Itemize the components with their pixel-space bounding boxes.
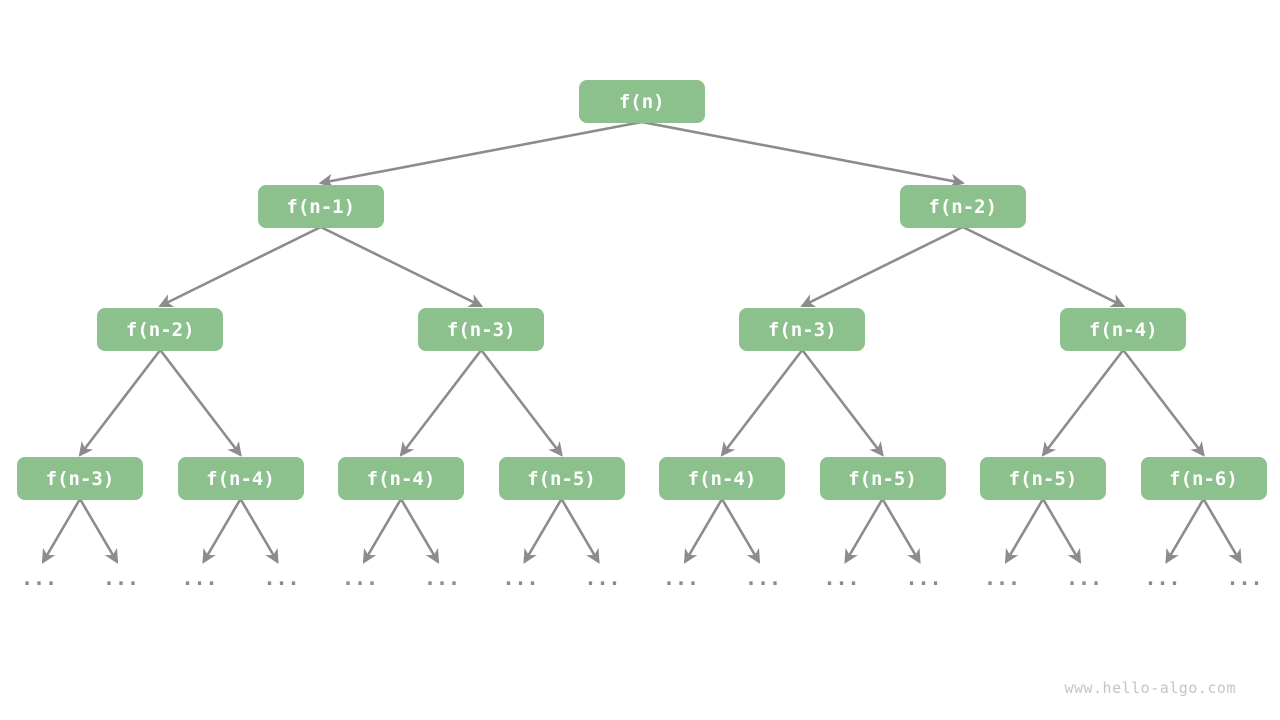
tree-node: f(n-4): [177, 457, 304, 500]
subtree-ellipsis: ...: [181, 566, 218, 590]
tree-edge: [844, 498, 884, 564]
tree-edge: [683, 498, 724, 564]
subtree-ellipsis: ...: [263, 566, 300, 590]
tree-edge: [1041, 349, 1125, 457]
tree-edge: [523, 498, 563, 564]
tree-edge: [1165, 498, 1205, 564]
tree-node: f(n-3): [17, 457, 143, 500]
tree-edge: [399, 498, 440, 564]
tree-node: f(n-2): [899, 185, 1026, 228]
tree-edge: [320, 225, 484, 308]
tree-edge: [1202, 498, 1242, 564]
subtree-ellipsis: ...: [905, 566, 942, 590]
subtree-ellipsis: ...: [1144, 566, 1181, 590]
subtree-ellipsis: ...: [662, 566, 700, 590]
tree-edge: [801, 349, 884, 457]
subtree-ellipsis: ...: [823, 566, 860, 590]
subtree-ellipsis: ...: [1065, 566, 1103, 590]
subtree-ellipsis: ...: [20, 566, 58, 590]
tree-node: f(n-6): [1140, 457, 1267, 500]
tree-node: f(n): [578, 80, 705, 123]
subtree-ellipsis: ...: [502, 566, 539, 590]
watermark: www.hello-algo.com: [1064, 679, 1236, 697]
subtree-ellipsis: ...: [1226, 566, 1263, 590]
subtree-ellipsis: ...: [584, 566, 621, 590]
tree-edge: [560, 498, 600, 564]
tree-edge: [962, 225, 1126, 308]
tree-edge: [239, 498, 279, 564]
tree-node: f(n-1): [257, 185, 384, 228]
tree-edge: [881, 498, 921, 564]
tree-node: f(n-4): [338, 457, 464, 500]
tree-edge: [399, 349, 483, 457]
tree-node: f(n-5): [980, 457, 1106, 500]
tree-node: f(n-5): [819, 457, 946, 500]
tree-edge: [78, 349, 162, 457]
tree-edge: [1041, 498, 1082, 564]
tree-edge: [78, 498, 119, 564]
tree-edge: [1004, 498, 1045, 564]
tree-edge: [158, 225, 322, 308]
tree-node: f(n-5): [498, 457, 625, 500]
subtree-ellipsis: ...: [744, 566, 782, 590]
tree-node: f(n-2): [97, 308, 224, 351]
tree-node: f(n-3): [739, 308, 866, 351]
tree-edge: [480, 349, 563, 457]
tree-edge: [1122, 349, 1205, 457]
tree-node: f(n-4): [1060, 308, 1187, 351]
tree-edge: [318, 120, 642, 188]
tree-edge: [41, 498, 82, 564]
subtree-ellipsis: ...: [983, 566, 1021, 590]
subtree-ellipsis: ...: [341, 566, 379, 590]
tree-edge: [641, 120, 965, 188]
tree-edge: [202, 498, 242, 564]
tree-node: f(n-4): [659, 457, 785, 500]
tree-edge: [362, 498, 403, 564]
subtree-ellipsis: ...: [102, 566, 140, 590]
tree-edge: [800, 225, 964, 308]
subtree-ellipsis: ...: [423, 566, 461, 590]
tree-node: f(n-3): [418, 308, 545, 351]
tree-edge: [720, 498, 761, 564]
tree-edge: [159, 349, 242, 457]
tree-edge: [720, 349, 804, 457]
